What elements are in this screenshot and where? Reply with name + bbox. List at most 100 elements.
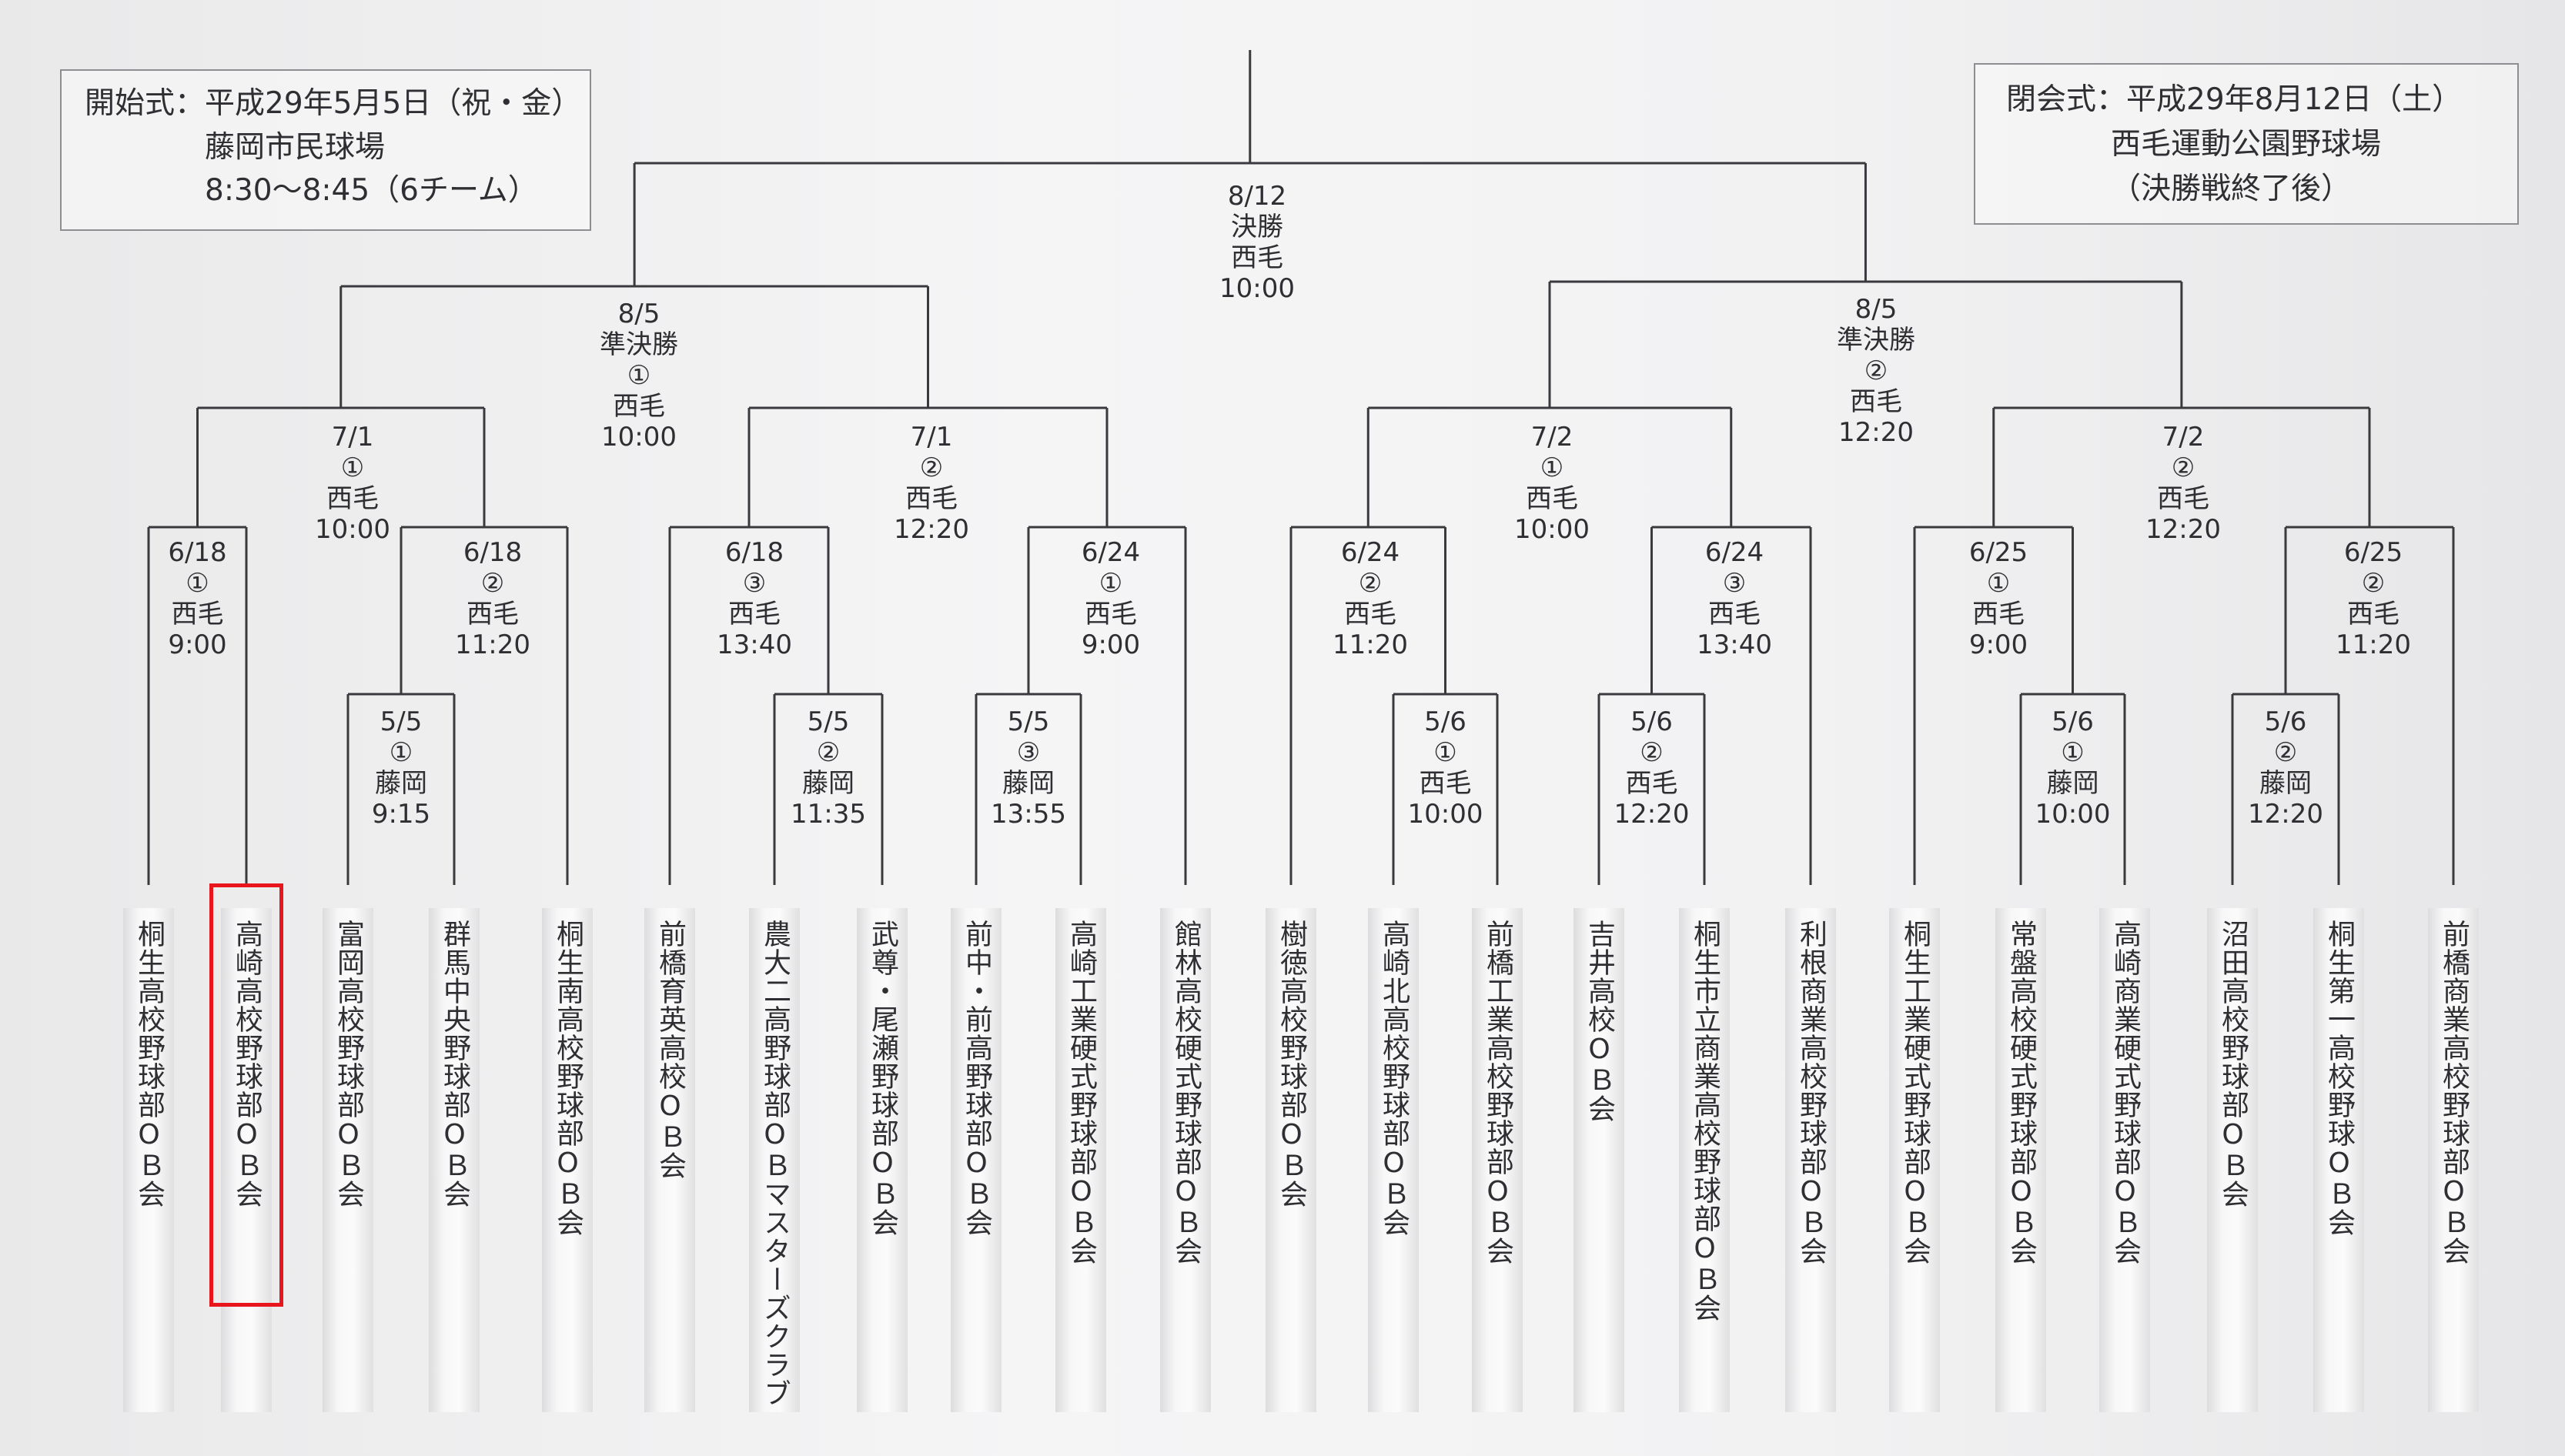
match-line: ① (627, 360, 651, 391)
team-name: 常盤高校硬式野球部ОＢ会 (2005, 920, 2037, 1265)
team-name: 桐生高校野球部ОＢ会 (133, 920, 165, 1208)
match-line: 西毛 (905, 483, 958, 514)
match-line: 12:20 (1838, 417, 1914, 448)
match-line: 9:00 (168, 629, 227, 660)
team-strip (542, 908, 593, 1412)
team-name: 高崎高校野球部ОＢ会 (231, 920, 263, 1208)
team-name: 樹徳高校野球部ОＢ会 (1276, 920, 1307, 1208)
match-line: ① (1540, 452, 1564, 483)
team-name: 前橋育英高校ОＢ会 (654, 920, 686, 1180)
match-line: 5/6 (2052, 706, 2094, 737)
match-line: 9:00 (1968, 629, 2028, 660)
match-line: ② (1864, 356, 1888, 386)
match-line: ① (1986, 568, 2011, 599)
team-name: 富岡高校野球部ОＢ会 (333, 920, 364, 1208)
match-line: 西毛 (2157, 483, 2209, 514)
match-line: 13:40 (717, 629, 792, 660)
team-name: 武尊・尾瀬野球部ОＢ会 (867, 920, 898, 1237)
match-line: 西毛 (1972, 599, 2025, 629)
team-name: 館林高校硬式野球部ОＢ会 (1170, 920, 1202, 1265)
team-name: 高崎北高校野球部ОＢ会 (1378, 920, 1410, 1237)
match-line: 5/5 (380, 706, 423, 737)
opening-ceremony-box: 開始式：平成29年5月5日（祝・金） 藤岡市民球場 8:30〜8:45（6チーム… (60, 69, 591, 231)
match-line: 西毛 (1526, 483, 1578, 514)
closing-venue: 西毛運動公園野球場 (2111, 127, 2382, 162)
match-line: 5/5 (1007, 706, 1050, 737)
match-line: ① (2061, 737, 2085, 768)
opening-date: 平成29年5月5日（祝・金） (205, 86, 582, 121)
match-line: ② (2273, 737, 2298, 768)
match-line: ① (1099, 568, 1123, 599)
match-line: ② (1640, 737, 1664, 768)
match-line: 13:40 (1697, 629, 1772, 660)
match-line: 12:20 (894, 514, 969, 545)
match-line: 西毛 (171, 599, 224, 629)
team-strip (2313, 908, 2364, 1412)
opening-label: 開始式： (85, 86, 206, 121)
match-line: 6/18 (463, 537, 523, 568)
match-line: ③ (1722, 568, 1747, 599)
match-line: ② (919, 452, 944, 483)
match-line: 11:20 (455, 629, 530, 660)
team-strip (1995, 908, 2046, 1412)
team-strip (221, 908, 272, 1412)
match-line: 10:00 (315, 514, 390, 545)
match-line: 10:00 (1407, 799, 1483, 830)
match-line: 西毛 (1419, 768, 1472, 799)
closing-note: （決勝戦終了後） (2111, 172, 2352, 206)
team-strip (1573, 908, 1624, 1412)
closing-date: 平成29年8月12日（土） (2126, 82, 2463, 117)
team-name: 吉井高校ОＢ会 (1583, 920, 1615, 1123)
match-line: ① (389, 737, 413, 768)
team-strip (749, 908, 800, 1412)
match-line: 西毛 (1231, 242, 1283, 273)
match-line: 8/12 (1227, 181, 1287, 212)
match-line: 6/25 (2343, 537, 2403, 568)
match-line: 藤岡 (802, 768, 854, 799)
team-strip (1368, 908, 1419, 1412)
match-line: 8/5 (617, 299, 660, 329)
match-line: 藤岡 (2046, 768, 2099, 799)
team-strip (1889, 908, 1940, 1412)
match-line: ③ (742, 568, 767, 599)
match-line: 5/6 (1630, 706, 1673, 737)
team-name: 前橋商業高校野球部ОＢ会 (2438, 920, 2470, 1265)
match-line: 7/2 (2162, 422, 2205, 452)
team-strip (1055, 908, 1106, 1412)
team-name: 桐生市立商業高校野球部ОＢ会 (1689, 920, 1721, 1322)
team-name: 農大二高野球部ОＢマスターズクラブ (759, 920, 791, 1408)
closing-label: 閉会式： (2006, 82, 2127, 117)
match-line: 6/18 (168, 537, 227, 568)
team-name: 桐生南高校野球部ОＢ会 (552, 920, 584, 1237)
match-line: 10:00 (2035, 799, 2111, 830)
team-strip (429, 908, 480, 1412)
match-line: 藤岡 (2259, 768, 2312, 799)
team-name: 沼田高校野球部ОＢ会 (2217, 920, 2249, 1208)
match-line: 12:20 (2248, 799, 2323, 830)
match-line: 5/5 (807, 706, 850, 737)
team-strip (2207, 908, 2258, 1412)
match-line: 藤岡 (375, 768, 427, 799)
match-line: 7/2 (1530, 422, 1573, 452)
match-line: 西毛 (1344, 599, 1396, 629)
match-line: 6/24 (1081, 537, 1141, 568)
match-line: 11:20 (2336, 629, 2411, 660)
match-line: 西毛 (1085, 599, 1137, 629)
match-line: ② (480, 568, 505, 599)
